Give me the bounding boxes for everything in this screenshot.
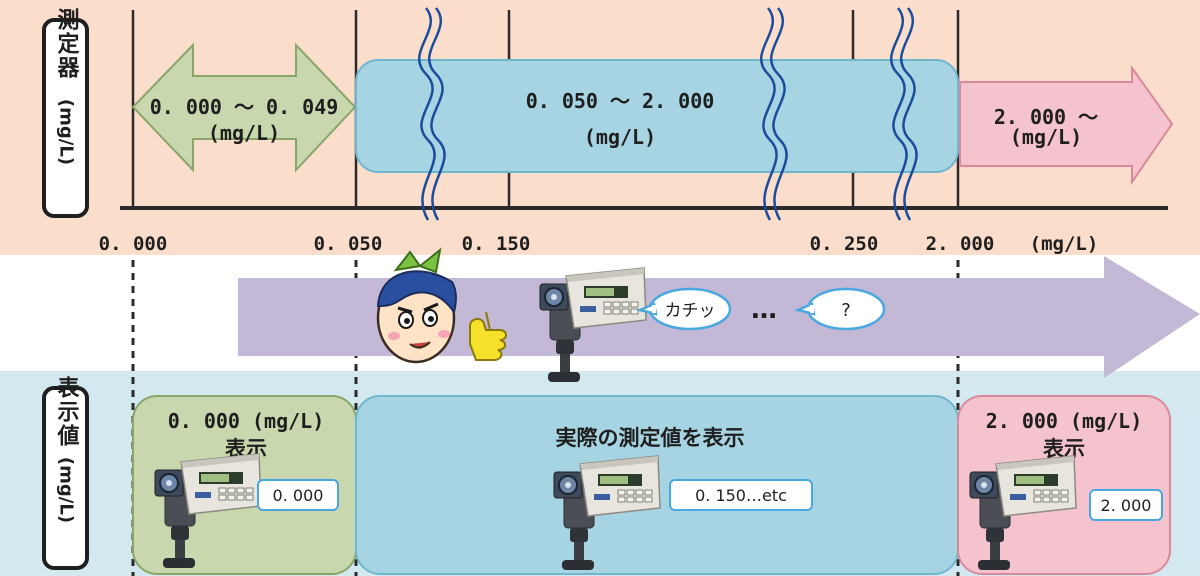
display-low-title-1: 0. 000 (mg/L) <box>168 409 325 433</box>
display-unit-label: (mg/L) <box>56 457 77 523</box>
meter-label-box <box>42 18 89 218</box>
range-mid-text-1: 0. 050 ～ 2. 000 <box>526 89 715 113</box>
axis-tick-label-2: 0. 050 <box>314 233 383 255</box>
range-high-arrow <box>959 64 1174 186</box>
range-low-text-2: (mg/L) <box>208 121 280 145</box>
speech-text-click: カチッ <box>665 301 716 321</box>
meter-unit-label: (mg/L) <box>56 99 77 165</box>
reading-text-low: 0. 000 <box>273 486 324 505</box>
range-high-text-1: 2. 000 ～ <box>994 105 1098 129</box>
flow-ellipsis: … <box>751 295 777 325</box>
range-low-text-1: 0. 000 ～ 0. 049 <box>150 95 339 119</box>
axis-tick-label-1: 0. 000 <box>99 233 168 255</box>
axis-break-1 <box>418 7 446 221</box>
reading-text-mid: 0. 150…etc <box>695 486 787 505</box>
range-mid-text-2: (mg/L) <box>584 125 656 149</box>
axis-break-3 <box>890 7 918 221</box>
mascot-character <box>376 247 457 364</box>
range-high-text-2: (mg/L) <box>1010 125 1082 149</box>
reading-callout-low <box>257 479 339 511</box>
speech-bubble-click <box>636 287 732 331</box>
speech-text-question: ? <box>841 300 851 321</box>
display-high-title-1: 2. 000 (mg/L) <box>986 409 1143 433</box>
display-label: 表示値 <box>54 376 81 448</box>
axis-tick-label-3: 0. 150 <box>462 233 531 255</box>
reading-callout-high <box>1089 489 1163 521</box>
axis-break-2 <box>760 7 788 221</box>
reading-text-high: 2. 000 <box>1101 496 1152 515</box>
meter-label: 測定器 <box>54 8 81 80</box>
reading-callout-mid <box>669 479 813 511</box>
speech-bubble-question <box>794 287 886 331</box>
display-mid-title: 実際の測定値を表示 <box>556 426 745 450</box>
axis-tick-label-5: 2. 000 <box>926 233 995 255</box>
thumbs-up-hand <box>469 311 507 361</box>
range-mid-box <box>355 59 959 173</box>
axis-unit-label: (mg/L) <box>1030 233 1099 255</box>
axis-tick-label-4: 0. 250 <box>810 233 879 255</box>
display-label-box <box>42 386 89 570</box>
